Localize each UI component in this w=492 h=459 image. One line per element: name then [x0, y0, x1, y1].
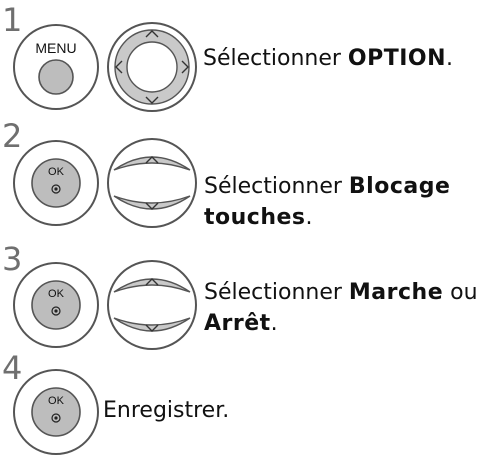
step-2-text-before: Sélectionner [204, 174, 349, 199]
up-down-navigation-icon [107, 138, 197, 228]
step-3-text-before: Sélectionner [204, 280, 349, 305]
step-1-text-after: . [446, 46, 454, 71]
step-number-3: 3 [2, 240, 23, 278]
step-3-arret-bold: Arrêt [204, 311, 271, 336]
step-1-instruction: Sélectionner OPTION. [203, 45, 453, 72]
step-number-2: 2 [2, 117, 23, 155]
ok-button-icon [13, 262, 99, 348]
step-3-text-after: . [270, 311, 278, 336]
ok-button-icon [13, 140, 99, 226]
step-4-instruction: Enregistrer. [103, 398, 230, 423]
step-2-text-after: . [305, 205, 313, 230]
step-1-option-bold: OPTION [347, 46, 447, 71]
step-3-marche-bold: Marche [348, 280, 444, 305]
step-1-text-before: Sélectionner [203, 46, 348, 71]
step-3-text-middle: ou [443, 280, 478, 305]
step-number-1: 1 [2, 1, 23, 39]
step-2-touches-bold: touches [204, 205, 306, 230]
menu-button-label: MENU [35, 40, 77, 56]
step-2-instruction: Sélectionner Blocage touches. [204, 171, 450, 233]
four-way-navigation-icon [107, 22, 197, 112]
menu-button-icon [13, 24, 99, 110]
ok-button-label-3: OK [48, 288, 64, 300]
ok-button-icon [13, 369, 99, 455]
step-3-instruction: Sélectionner Marche ou Arrêt. [204, 277, 478, 339]
step-2-blocage-bold: Blocage [348, 174, 451, 199]
ok-button-label-2: OK [48, 166, 64, 178]
up-down-navigation-icon [107, 260, 197, 350]
step-number-4: 4 [2, 349, 23, 387]
ok-button-label-4: OK [48, 395, 64, 407]
